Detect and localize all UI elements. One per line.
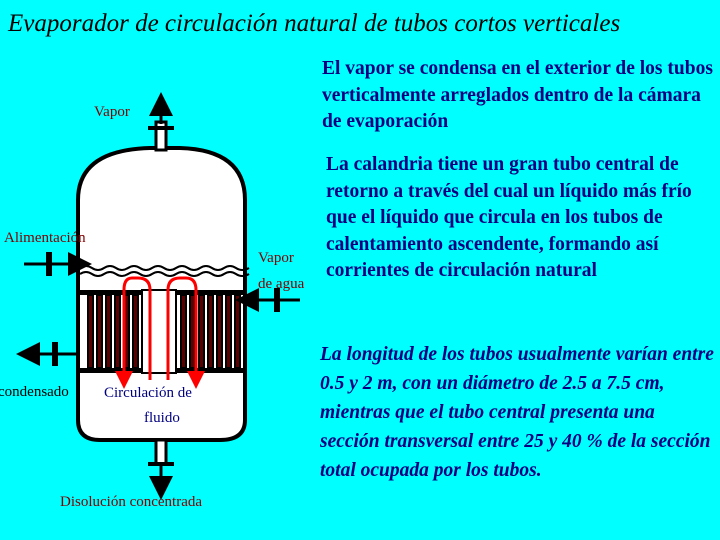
product-outlet-nozzle [148, 438, 174, 500]
liquid-surface [79, 265, 250, 271]
page-title: Evaporador de circulación natural de tub… [8, 10, 621, 37]
paragraph-tube-length: La longitud de los tubos usualmente varí… [320, 344, 714, 481]
label-fluido: fluido [144, 410, 180, 426]
label-condensado: condensado [0, 384, 69, 400]
feed-inlet-nozzle [24, 252, 92, 276]
label-vapor-top: Vapor [94, 104, 130, 120]
vapor-outlet-nozzle [148, 92, 174, 152]
heating-tubes-left [87, 294, 139, 369]
central-downcomer [141, 289, 177, 374]
condensate-outlet-nozzle [16, 342, 80, 366]
label-disolucion: Disolución concentrada [60, 494, 203, 510]
label-alimentacion: Alimentación [4, 230, 86, 246]
paragraph-calandria: La calandria tiene un gran tubo central … [326, 154, 692, 281]
paragraph-condensation: El vapor se condensa en el exterior de l… [322, 58, 713, 132]
label-vapor-right: Vapor [258, 250, 294, 266]
label-circulacion: Circulación de [104, 385, 192, 401]
steam-inlet-nozzle [235, 288, 300, 312]
label-de-agua: de agua [258, 276, 305, 292]
circulation-arrows [115, 276, 205, 389]
heating-tubes-right [180, 294, 241, 369]
